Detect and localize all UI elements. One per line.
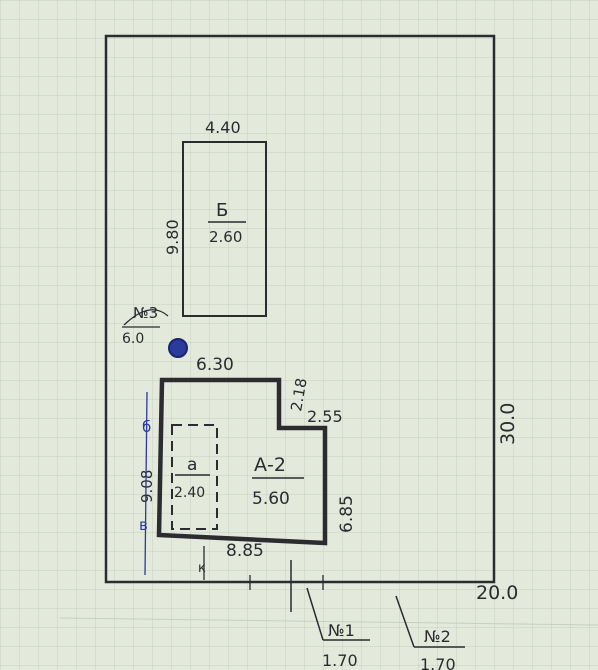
gate-1-value: 1.70 [322, 651, 358, 670]
well-marker-icon [168, 338, 188, 358]
house-top-dimension: 6.30 [196, 355, 234, 375]
margin-line [59, 617, 598, 626]
house-a2-label: А-2 [254, 454, 286, 476]
house-left-dimension: 9.08 [138, 470, 156, 503]
house-step-height: 2.18 [287, 377, 311, 413]
left-mark-v: в [139, 516, 148, 534]
house-a2-height: 5.60 [252, 489, 290, 509]
annex-a-height: 2.40 [174, 485, 205, 501]
annex-a-letter: а [187, 455, 197, 475]
gate-2-number: №2 [424, 627, 451, 646]
gate-1-number: №1 [328, 621, 355, 640]
building-b-outline [182, 141, 267, 317]
building-b-length-label: 9.80 [163, 219, 182, 255]
plot-boundary [104, 34, 496, 584]
well-value: 6.0 [122, 331, 144, 347]
building-b-letter: Б [216, 200, 228, 221]
gate-1-leader-line [306, 587, 324, 641]
house-right-dimension: 6.85 [337, 495, 357, 533]
gate-2-leader-line [395, 595, 415, 648]
building-b-height: 2.60 [209, 228, 242, 246]
plot-width-label: 20.0 [476, 582, 518, 604]
bottom-mark-k: к [198, 561, 206, 576]
gate-2-value: 1.70 [420, 655, 456, 670]
well-leader-line [123, 309, 169, 326]
plot-length-label: 30.0 [497, 403, 519, 445]
left-mark-b: б [142, 418, 151, 436]
annex-a-outline [171, 424, 218, 530]
well-number: №3 [133, 304, 158, 322]
house-bottom-dimension: 8.85 [226, 541, 264, 561]
blue-guide-line [144, 391, 148, 576]
building-b-width-label: 4.40 [205, 118, 241, 137]
house-a2-outline [156, 377, 328, 546]
house-step-width: 2.55 [307, 407, 343, 426]
